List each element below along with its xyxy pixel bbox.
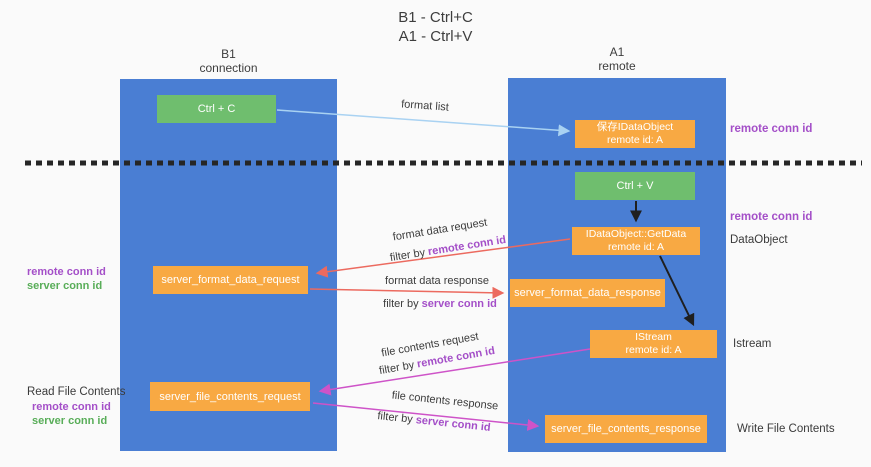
title-line-2: A1 - Ctrl+V <box>398 28 473 45</box>
annotation-left-remote-conn-id-top: remote conn id <box>27 266 106 278</box>
node-istream: IStream remote id: A <box>590 330 717 358</box>
node-idataobject-getdata: IDataObject::GetData remote id: A <box>572 227 700 255</box>
getdata-to-istream-arrow <box>659 255 695 327</box>
annotation-remote-conn-id-mid: remote conn id <box>730 211 813 223</box>
getdata-line1: IDataObject::GetData <box>585 228 687 240</box>
annotation-left-server-conn-id-bottom: server conn id <box>32 415 108 427</box>
format-data-response-arrow <box>309 286 505 299</box>
annotation-read-file-contents: Read File Contents <box>27 386 126 398</box>
server-file-contents-response-label: server_file_contents_response <box>551 423 701 435</box>
ctrl-v-label: Ctrl + V <box>616 180 654 192</box>
annotation-remote-conn-id-top: remote conn id <box>730 123 813 135</box>
node-ctrl-c: Ctrl + C <box>157 95 276 123</box>
istream-line2: remote id: A <box>625 344 682 356</box>
node-save-idataobject: 保存IDataObject remote id: A <box>575 120 695 148</box>
filter-key-text: server conn id <box>421 298 497 310</box>
lane-header-b1: B1 connection <box>120 47 337 75</box>
file-contents-request-arrow <box>318 348 591 396</box>
node-server-file-contents-request: server_file_contents_request <box>150 382 310 411</box>
annotation-istream: Istream <box>733 338 772 350</box>
save-idataobject-line2: remote id: A <box>606 134 664 146</box>
node-ctrl-v: Ctrl + V <box>575 172 695 200</box>
lane-header-a1: A1 remote <box>508 45 726 73</box>
getdata-line2: remote id: A <box>607 241 665 253</box>
save-idataobject-line1: 保存IDataObject <box>596 121 674 133</box>
lane-a1-subtitle: remote <box>598 59 636 73</box>
format-data-response-label: format data response <box>385 275 489 287</box>
istream-line1: IStream <box>635 331 672 343</box>
server-file-contents-request-label: server_file_contents_request <box>159 390 301 403</box>
title-line-1: B1 - Ctrl+C <box>398 9 473 26</box>
lane-b1-title: B1 <box>221 47 236 61</box>
file-contents-response-arrow <box>312 402 540 431</box>
annotation-write-file-contents: Write File Contents <box>737 423 835 435</box>
diagram-title: B1 - Ctrl+C A1 - Ctrl+V <box>0 8 871 46</box>
node-server-file-contents-response: server_file_contents_response <box>545 415 707 443</box>
annotation-dataobject: DataObject <box>730 234 788 246</box>
annotation-left-remote-conn-id-bottom: remote conn id <box>32 401 111 413</box>
node-server-format-data-response: server_format_data_response <box>510 279 665 307</box>
annotation-left-server-conn-id-top: server conn id <box>27 280 103 292</box>
node-server-format-data-request: server_format_data_request <box>153 266 308 294</box>
format-data-request-arrow <box>315 238 571 278</box>
format-list-arrow <box>276 109 571 137</box>
ctrl-c-label: Ctrl + C <box>197 103 236 115</box>
server-format-data-request-label: server_format_data_request <box>161 274 300 286</box>
filter-by-text: filter by <box>383 298 422 310</box>
lane-b1-subtitle: connection <box>199 61 258 75</box>
lane-a1-title: A1 <box>609 45 625 59</box>
format-data-response-filter-label: filter by server conn id <box>383 298 497 310</box>
server-format-data-response-label: server_format_data_response <box>514 287 661 299</box>
